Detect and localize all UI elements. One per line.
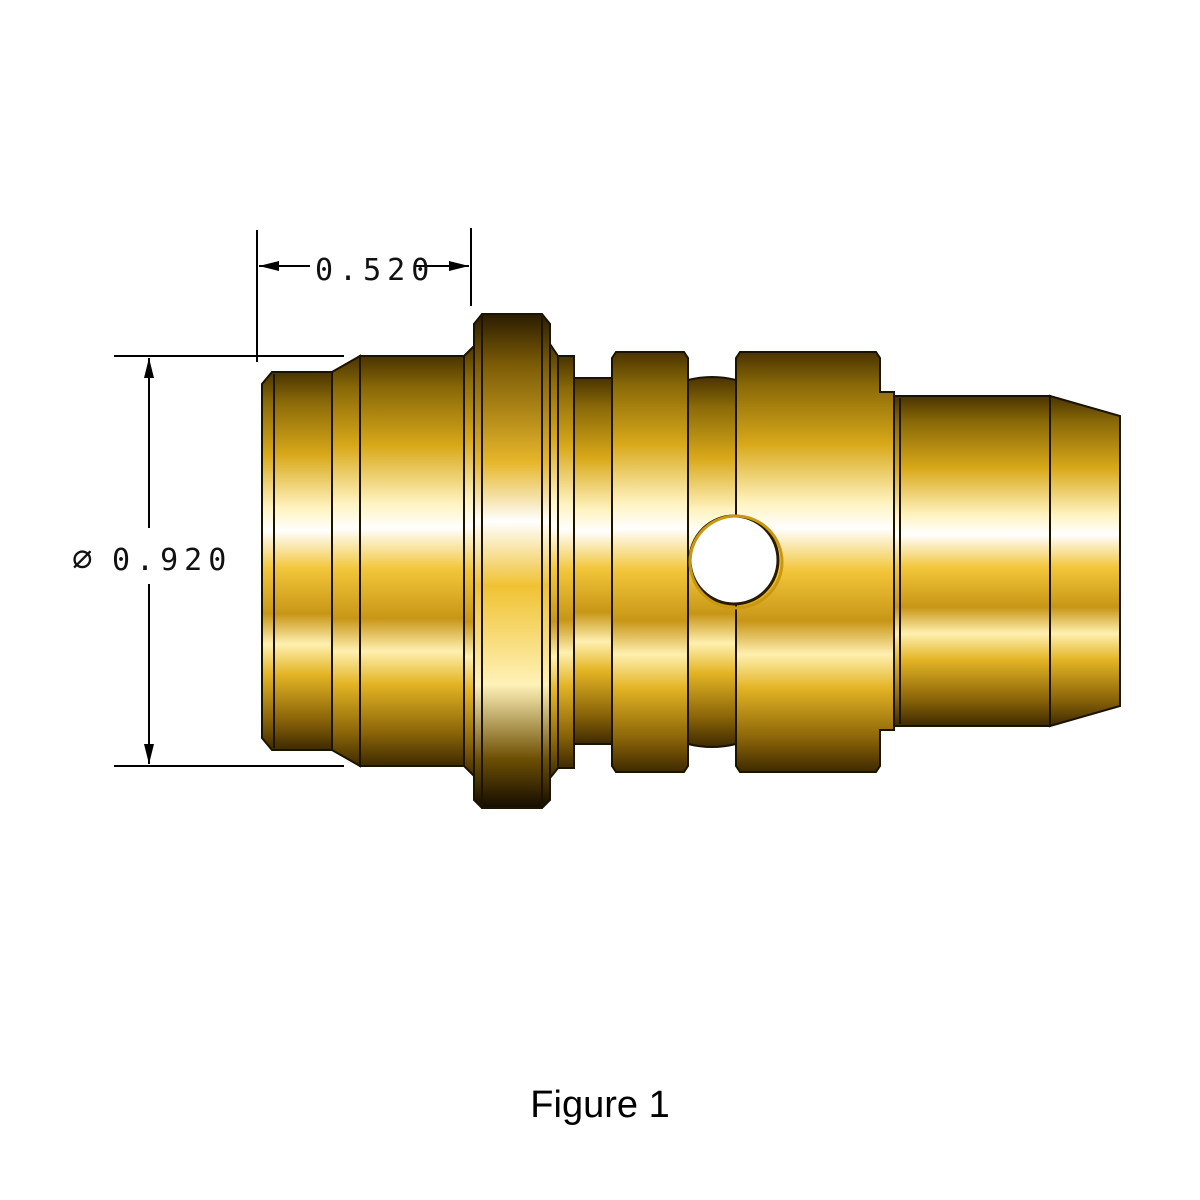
left-cone <box>331 354 361 768</box>
diameter-symbol: ∅ <box>72 539 98 579</box>
right-cone-tip <box>1049 394 1121 728</box>
length-dimension-label: 0.520 <box>315 253 435 288</box>
flange <box>473 313 551 809</box>
left-shoulder <box>359 355 465 767</box>
length-dimension <box>256 228 472 362</box>
groove-1 <box>573 377 613 745</box>
diameter-dimension <box>114 355 344 767</box>
middle-land <box>611 351 689 773</box>
cross-hole-shadow <box>688 514 784 610</box>
collar-small <box>557 355 575 769</box>
flange-step-right <box>549 340 559 781</box>
brass-fitting <box>261 313 1121 809</box>
diameter-dimension-label: 0.920 <box>112 543 232 578</box>
left-tip <box>261 371 333 751</box>
right-cylinder <box>893 395 1051 727</box>
figure-caption: Figure 1 <box>530 1084 670 1126</box>
right-body <box>735 351 895 773</box>
